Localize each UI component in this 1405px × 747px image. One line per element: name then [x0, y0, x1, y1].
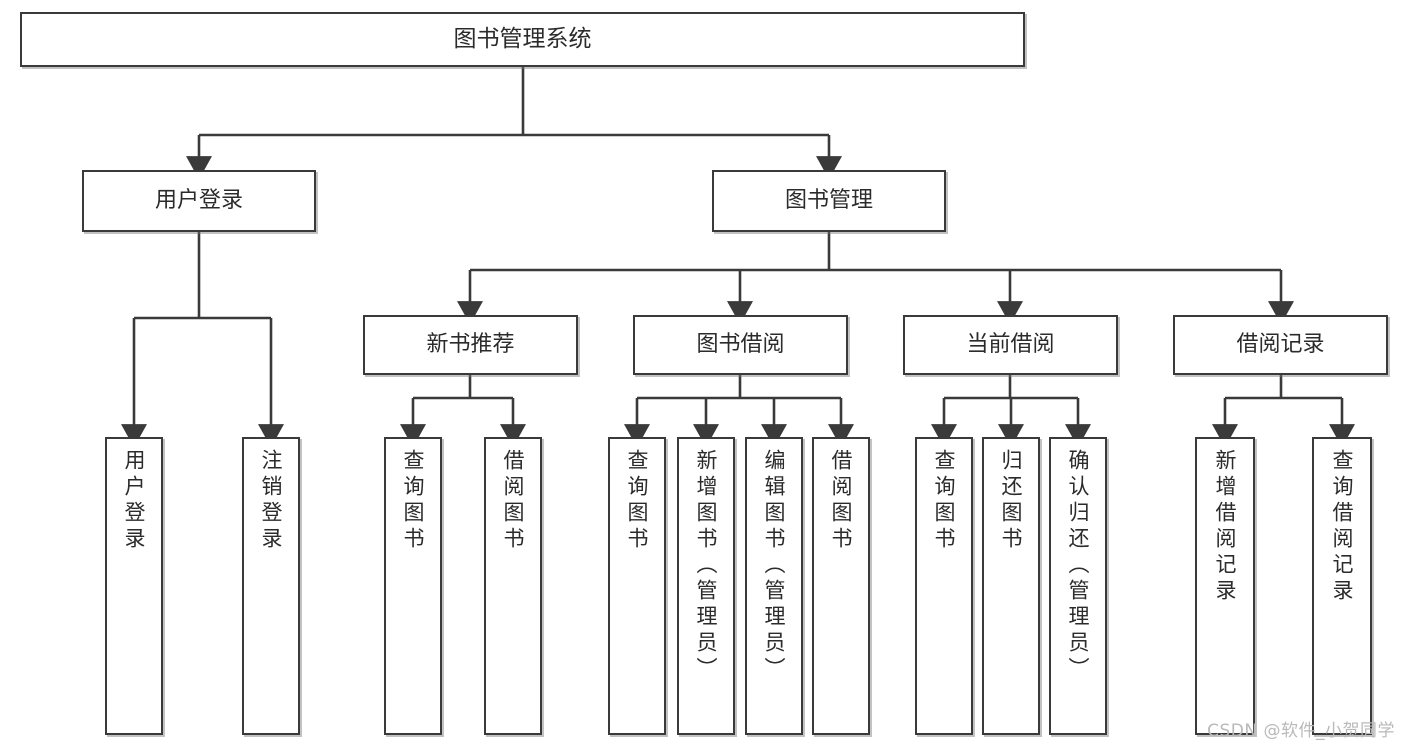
leaf-label: 新增借阅记录 [1213, 449, 1238, 605]
leaf-book-borrow-0[interactable]: 查询图书 [608, 437, 666, 735]
node-label: 当前借阅 [966, 332, 1055, 358]
node-current-borrow[interactable]: 当前借阅 [903, 315, 1118, 375]
leaf-label: 借阅图书 [829, 449, 854, 553]
node-user-login[interactable]: 用户登录 [82, 170, 316, 232]
leaf-label: 查询借阅记录 [1330, 449, 1355, 605]
leaf-label: 借阅图书 [501, 449, 526, 553]
leaf-new-book-recommend-0[interactable]: 查询图书 [384, 437, 442, 735]
node-book-manage[interactable]: 图书管理 [712, 170, 946, 232]
leaf-user-login-1[interactable]: 注销登录 [242, 437, 300, 735]
node-book-borrow[interactable]: 图书借阅 [633, 315, 848, 375]
leaf-new-book-recommend-1[interactable]: 借阅图书 [484, 437, 542, 735]
leaf-label: 编辑图书（管理员） [762, 449, 787, 683]
watermark-text: CSDN @软件_小贺同学 [1207, 721, 1395, 741]
node-label: 图书借阅 [696, 332, 785, 358]
leaf-label: 查询图书 [401, 449, 426, 553]
node-label: 图书管理 [784, 188, 873, 214]
leaf-book-borrow-3[interactable]: 借阅图书 [812, 437, 870, 735]
node-borrow-record[interactable]: 借阅记录 [1173, 315, 1388, 375]
leaf-label: 查询图书 [932, 449, 957, 553]
leaf-label: 新增图书（管理员） [694, 449, 719, 683]
node-root-system[interactable]: 图书管理系统 [20, 12, 1025, 67]
node-label: 图书管理系统 [453, 25, 592, 52]
leaf-current-borrow-2[interactable]: 确认归还（管理员） [1049, 437, 1107, 735]
leaf-current-borrow-1[interactable]: 归还图书 [982, 437, 1040, 735]
leaf-borrow-record-1[interactable]: 查询借阅记录 [1312, 437, 1372, 735]
node-new-book-recommend[interactable]: 新书推荐 [363, 315, 578, 375]
leaf-user-login-0[interactable]: 用户登录 [105, 437, 163, 735]
leaf-label: 归还图书 [999, 449, 1024, 553]
leaf-book-borrow-1[interactable]: 新增图书（管理员） [677, 437, 735, 735]
node-label: 借阅记录 [1236, 332, 1325, 358]
leaf-current-borrow-0[interactable]: 查询图书 [915, 437, 973, 735]
leaf-borrow-record-0[interactable]: 新增借阅记录 [1195, 437, 1255, 735]
node-label: 新书推荐 [426, 332, 515, 358]
leaf-label: 查询图书 [625, 449, 650, 553]
leaf-label: 用户登录 [122, 449, 147, 553]
leaf-label: 注销登录 [259, 449, 284, 553]
leaf-book-borrow-2[interactable]: 编辑图书（管理员） [745, 437, 803, 735]
leaf-label: 确认归还（管理员） [1066, 449, 1091, 683]
node-label: 用户登录 [154, 188, 243, 214]
